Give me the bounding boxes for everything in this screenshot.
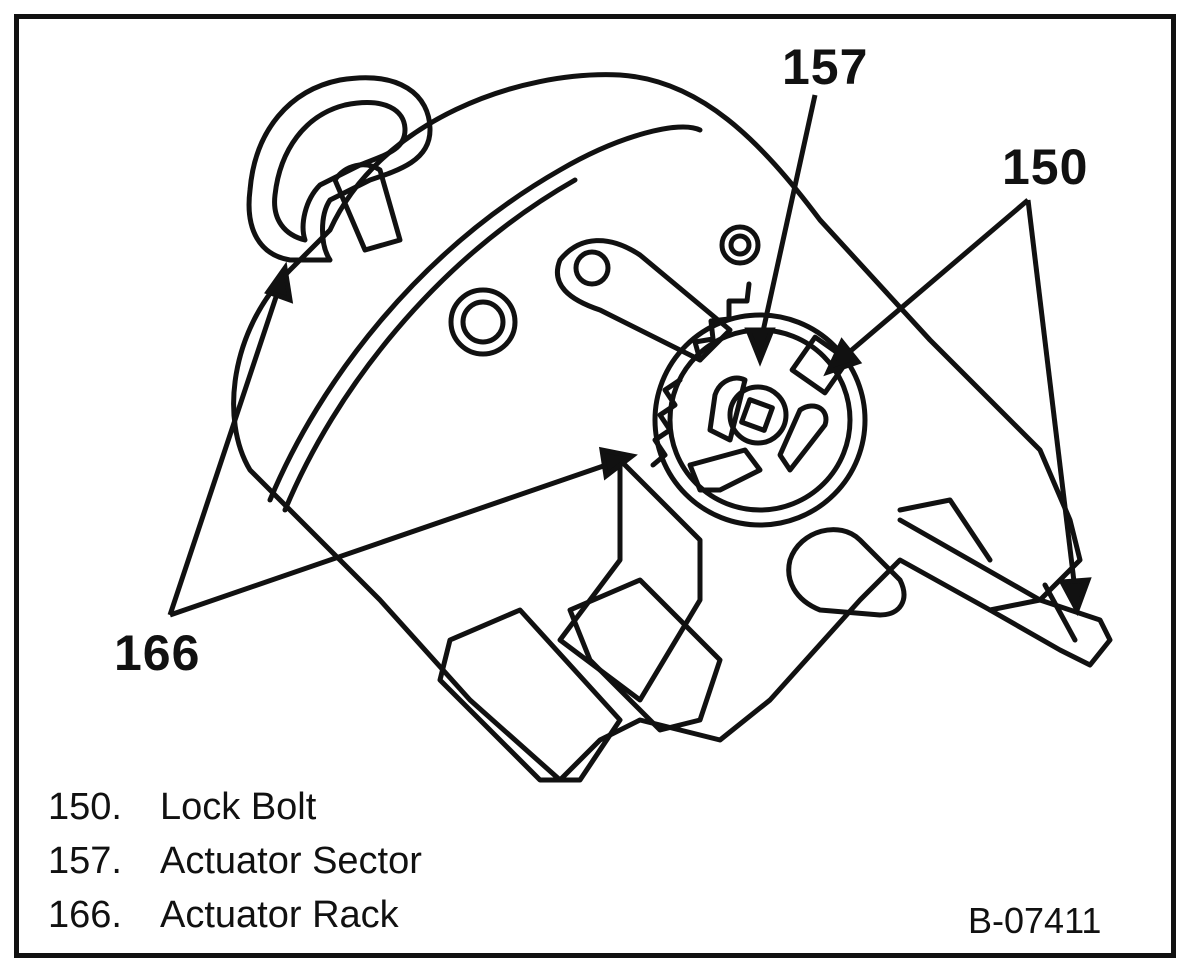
- legend-label: Lock Bolt: [160, 786, 317, 828]
- housing-rim-inner: [282, 177, 578, 513]
- sector-slot-right: [777, 403, 829, 473]
- legend-row-150: 150. Lock Bolt: [48, 780, 422, 834]
- lock-lever-inner: [272, 100, 408, 243]
- sector-teeth: [650, 281, 752, 468]
- rack-body: [557, 457, 703, 703]
- legend-label: Actuator Rack: [160, 894, 399, 936]
- sector-slot-left: [707, 375, 748, 443]
- lock-bolt-rod: [897, 517, 1113, 668]
- slot-pin: [573, 249, 611, 287]
- leader-150-a: [838, 198, 1030, 362]
- callout-150: 150: [1002, 139, 1089, 195]
- actuator-sector: [652, 312, 868, 528]
- callout-166: 166: [114, 625, 201, 681]
- housing-hole: [448, 287, 518, 357]
- housing-outline: [231, 72, 1083, 783]
- sector-arm: [687, 447, 763, 493]
- legend-label: Actuator Sector: [160, 840, 422, 882]
- housing-hole-inner: [460, 299, 506, 345]
- leader-157: [757, 94, 818, 346]
- lever-slot: [332, 162, 403, 253]
- slot: [554, 238, 733, 363]
- legend-number: 150.: [48, 786, 122, 828]
- lower-block-left: [437, 607, 623, 783]
- legend-number: 157.: [48, 840, 122, 882]
- lower-block-mid: [567, 577, 723, 733]
- sector-hub: [727, 384, 789, 446]
- lock-bolt-block: [789, 334, 851, 396]
- legend-row-157: 157. Actuator Sector: [48, 834, 422, 888]
- callout-157: 157: [782, 39, 869, 95]
- lock-lever: [246, 75, 433, 263]
- diagram-frame: [14, 14, 1176, 958]
- housing-rim: [267, 124, 703, 503]
- small-hole: [719, 224, 761, 266]
- figure-id: B-07411: [968, 900, 1102, 941]
- leader-166-a: [167, 284, 283, 616]
- legend-row-166: 166. Actuator Rack: [48, 888, 422, 942]
- legend: 150. Lock Bolt 157. Actuator Sector 166.…: [48, 780, 422, 942]
- leader-166-b: [169, 459, 616, 618]
- legend-number: 166.: [48, 894, 122, 936]
- leader-150-b: [1025, 199, 1078, 591]
- lower-knob: [786, 527, 907, 618]
